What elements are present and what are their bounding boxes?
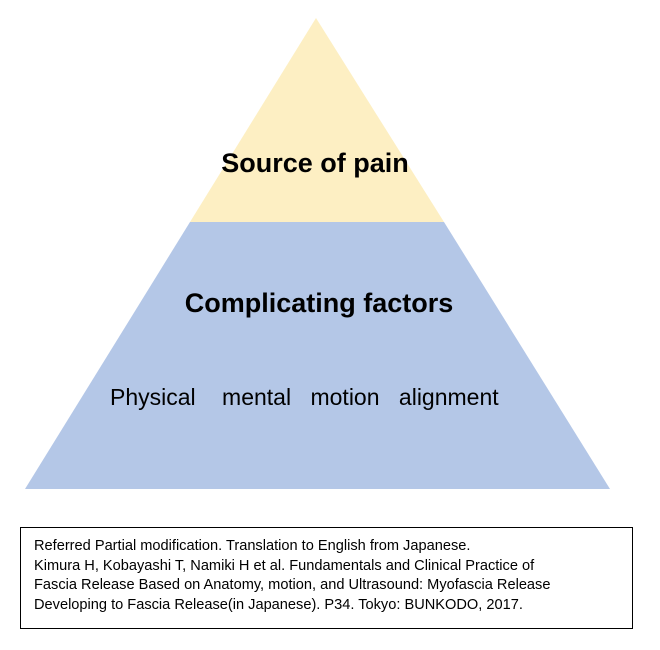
complicating-factors-label: Complicating factors: [184, 288, 454, 318]
reference-line: Fascia Release Based on Anatomy, motion,…: [34, 577, 551, 594]
factor-motion: motion: [310, 384, 380, 410]
pyramid-diagram: [25, 18, 610, 489]
factor-alignment: alignment: [398, 384, 499, 410]
reference-citation-box: Referred Partial modification. Translati…: [20, 527, 633, 629]
factor-mental: mental: [222, 384, 292, 410]
middle-tier-shape: [25, 222, 610, 489]
source-of-pain-label: Source of pain: [221, 148, 409, 178]
factor-physical: Physical: [110, 384, 196, 410]
factor-list: Physical mental motion alignment: [110, 384, 499, 411]
top-tier-shape: [190, 18, 444, 222]
reference-line: Kimura H, Kobayashi T, Namiki H et al. F…: [34, 557, 535, 574]
reference-line: Developing to Fascia Release(in Japanese…: [34, 597, 523, 614]
reference-line: Referred Partial modification. Translati…: [34, 538, 471, 554]
